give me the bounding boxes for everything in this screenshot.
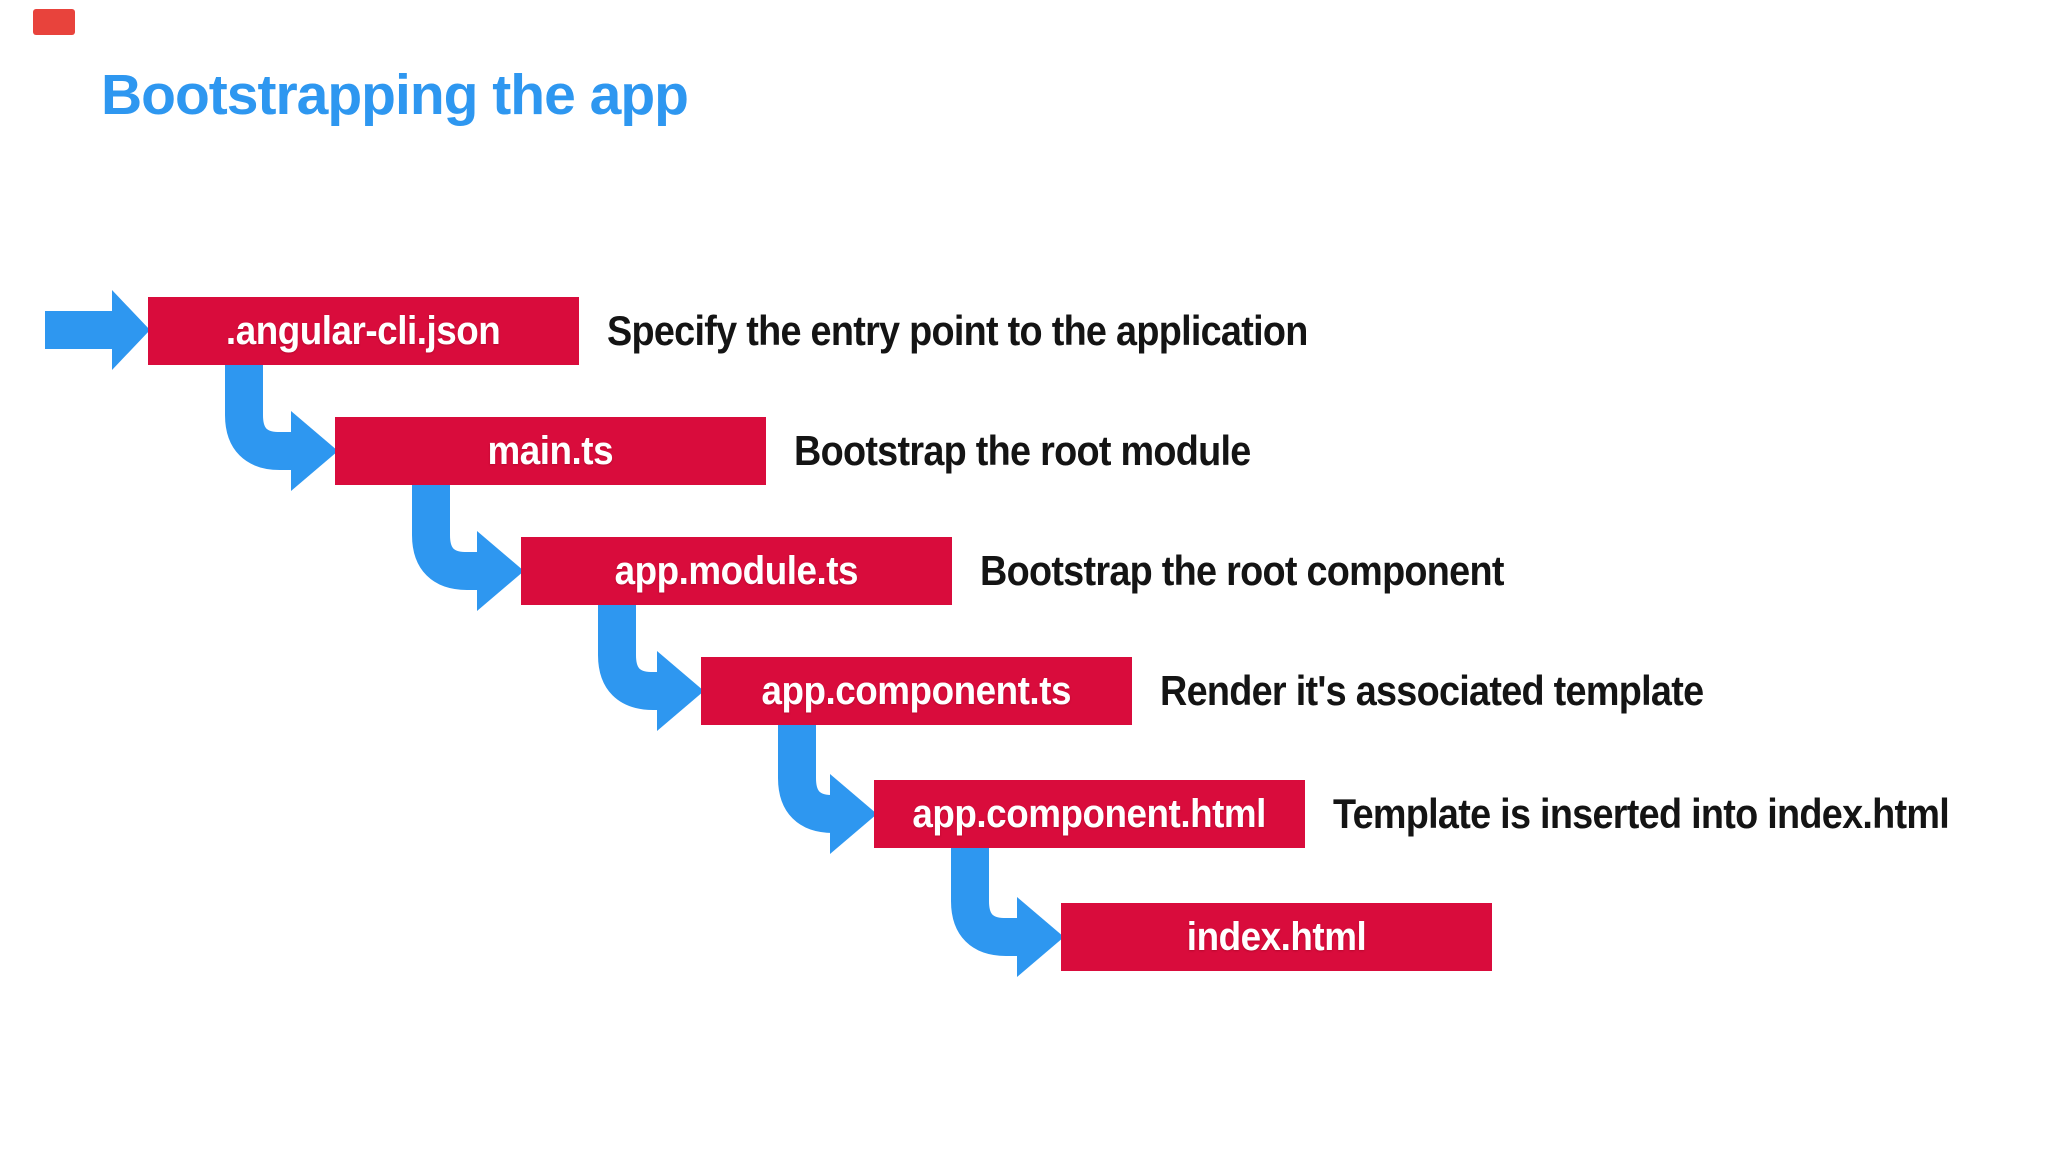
step-description: Specify the entry point to the applicati… — [607, 307, 1308, 354]
corner-mark — [33, 9, 75, 35]
elbow-arrowhead-icon-5 — [1017, 897, 1064, 977]
file-box-label: .angular-cli.json — [226, 308, 501, 353]
file-box-1: .angular-cli.json — [148, 297, 579, 365]
elbow-arrow-down-right-icon-3 — [598, 595, 659, 710]
page-title: Bootstrapping the app — [101, 63, 689, 127]
file-box-label: app.module.ts — [614, 548, 859, 593]
file-box-5: app.component.html — [874, 780, 1305, 848]
file-box-3: app.module.ts — [521, 537, 952, 605]
elbow-arrowhead-icon-3 — [657, 651, 704, 731]
arrow-right-icon — [45, 290, 150, 370]
step-description: Bootstrap the root module — [794, 427, 1251, 474]
step-description: Template is inserted into index.html — [1333, 790, 1950, 837]
file-box-label: app.component.ts — [761, 668, 1072, 713]
file-box-label: index.html — [1186, 914, 1367, 959]
elbow-arrow-down-right-icon-1 — [225, 355, 293, 470]
file-box-label: main.ts — [487, 428, 614, 473]
step-description: Bootstrap the root component — [980, 547, 1504, 594]
file-box-2: main.ts — [335, 417, 766, 485]
elbow-arrowhead-icon-2 — [477, 531, 524, 611]
file-box-4: app.component.ts — [701, 657, 1132, 725]
elbow-arrow-down-right-icon-5 — [951, 838, 1019, 956]
elbow-arrowhead-icon-1 — [291, 411, 338, 491]
elbow-arrowhead-icon-4 — [830, 774, 877, 854]
elbow-arrow-down-right-icon-4 — [778, 715, 835, 833]
step-description: Render it's associated template — [1160, 667, 1704, 714]
file-box-6: index.html — [1061, 903, 1492, 971]
elbow-arrow-down-right-icon-2 — [412, 475, 479, 590]
file-box-label: app.component.html — [912, 791, 1267, 836]
